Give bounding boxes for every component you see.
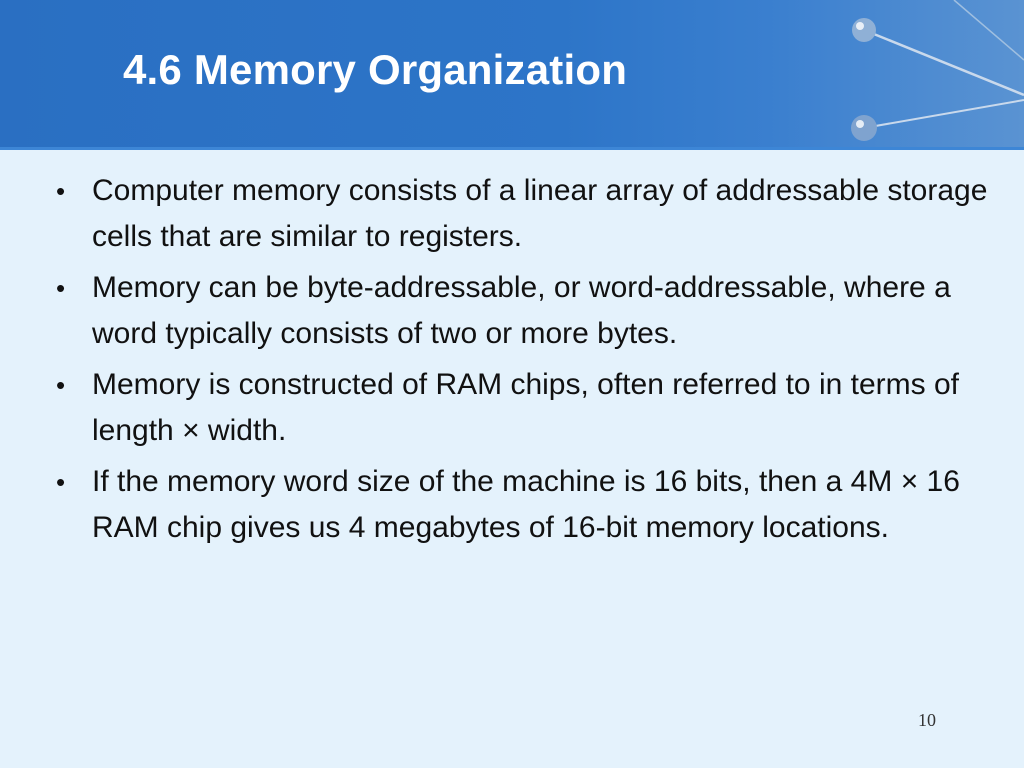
- bullet-marker: •: [56, 467, 66, 497]
- bullet-marker: •: [56, 370, 66, 400]
- bullet-marker: •: [56, 176, 66, 206]
- slide-title: 4.6 Memory Organization: [123, 46, 628, 93]
- bullet-item: • If the memory word size of the machine…: [52, 459, 992, 551]
- bullet-text: If the memory word size of the machine i…: [92, 465, 960, 544]
- bullet-text: Computer memory consists of a linear arr…: [92, 174, 988, 253]
- bullet-item: • Memory is constructed of RAM chips, of…: [52, 362, 992, 454]
- bullet-list: • Computer memory consists of a linear a…: [52, 168, 992, 556]
- header-band: 4.6 Memory Organization: [0, 0, 1024, 150]
- bullet-item: • Computer memory consists of a linear a…: [52, 168, 992, 260]
- bullet-marker: •: [56, 273, 66, 303]
- bullet-item: • Memory can be byte-addressable, or wor…: [52, 265, 992, 357]
- page-number: 10: [918, 710, 936, 730]
- pin-needles-decoration: [851, 0, 1024, 141]
- bullet-text: Memory is constructed of RAM chips, ofte…: [92, 368, 959, 447]
- bullet-text: Memory can be byte-addressable, or word-…: [92, 271, 951, 350]
